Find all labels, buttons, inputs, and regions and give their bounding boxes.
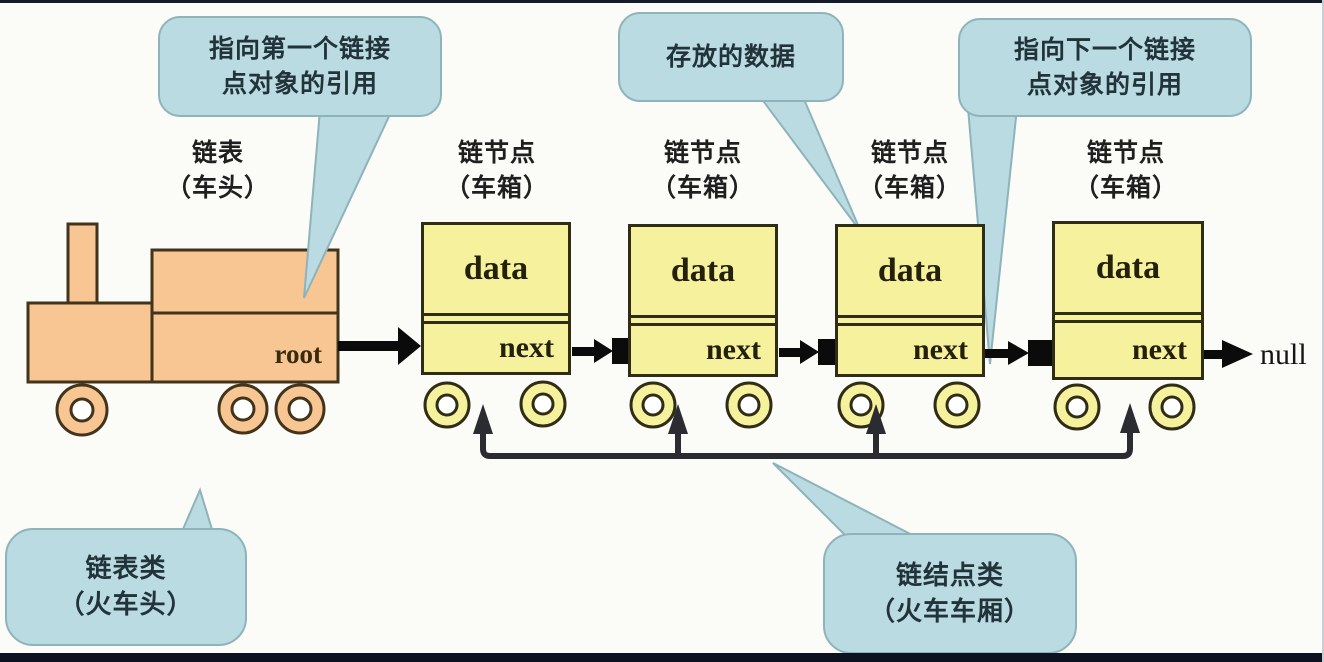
callout-node-class-line2: （火车车厢） <box>868 595 1031 626</box>
root-pointer-label: root <box>274 338 323 369</box>
arrow-node1-node2 <box>572 338 628 364</box>
train-chimney <box>66 222 99 308</box>
node2-data-field: data <box>631 227 775 318</box>
node3-divider <box>838 318 982 326</box>
label-node2-line2: （车箱） <box>650 174 755 202</box>
callout-node-class: 链结点类 （火车车厢） <box>823 533 1077 654</box>
node1-divider <box>424 316 568 324</box>
label-node2-line1: 链节点 <box>663 139 742 167</box>
node4-wheels <box>1053 383 1196 431</box>
right-frame-edge <box>1322 0 1324 662</box>
arrow-root-node1 <box>338 327 421 365</box>
node4-next-field: next <box>1132 333 1187 366</box>
callout-next-ref-line1: 指向下一个链接 <box>1013 36 1196 64</box>
node3-data-field: data <box>838 227 982 318</box>
up-arrowhead-node1 <box>473 404 493 434</box>
node4-divider <box>1055 315 1201 323</box>
callout-list-class: 链表类 （火车头） <box>5 528 247 646</box>
callout-next-ref-line2: 点对象的引用 <box>1026 70 1183 99</box>
arrow-node4-null <box>1200 340 1253 368</box>
top-frame-bar <box>0 0 1324 3</box>
label-train-head-line1: 链表 <box>191 139 244 167</box>
label-node1-line1: 链节点 <box>457 139 536 167</box>
list-node-3: data next <box>835 224 985 377</box>
node4-data-field: data <box>1055 224 1201 315</box>
list-node-2: data next <box>628 224 778 377</box>
node2-next-field: next <box>706 333 761 366</box>
train-wheels <box>55 383 326 437</box>
node2-wheels <box>629 381 773 429</box>
list-node-1: data next <box>421 222 571 375</box>
bottom-frame-bar <box>0 653 1324 662</box>
label-node1-line2: （车箱） <box>444 174 549 202</box>
label-node-4: 链节点 （车箱） <box>1031 136 1221 206</box>
callout-first-ref-line1: 指向第一个链接 <box>208 35 391 63</box>
label-node4-line1: 链节点 <box>1086 139 1165 167</box>
tail-node-class <box>772 462 923 541</box>
label-node4-line2: （车箱） <box>1073 174 1178 202</box>
arrow-node3-node4 <box>985 340 1052 366</box>
node3-wheels <box>837 381 981 429</box>
chain-arrows <box>338 327 1253 368</box>
label-node-3: 链节点 （车箱） <box>815 136 1005 206</box>
callout-stored-data: 存放的数据 <box>618 12 844 102</box>
node1-wheels <box>423 380 567 429</box>
node2-divider <box>631 318 775 326</box>
up-arrowhead-node3 <box>866 404 886 434</box>
callout-list-class-line1: 链表类 <box>85 553 167 584</box>
node-class-connector <box>473 403 1140 459</box>
callout-first-ref: 指向第一个链接 点对象的引用 <box>158 16 442 117</box>
callout-node-class-line1: 链结点类 <box>895 559 1004 590</box>
up-arrowhead-node4 <box>1120 403 1140 433</box>
callout-first-ref-line2: 点对象的引用 <box>221 69 378 98</box>
callout-stored-data-line1: 存放的数据 <box>665 42 796 71</box>
train-front-body <box>26 301 154 384</box>
node1-next-field: next <box>499 331 554 364</box>
node3-next-field: next <box>913 333 968 366</box>
list-node-4: data next <box>1052 221 1204 380</box>
node-wheels <box>423 380 1196 431</box>
arrow-node2-node3 <box>779 339 835 365</box>
tail-first-ref <box>303 109 394 299</box>
label-node3-line2: （车箱） <box>857 174 962 202</box>
null-terminator-label: null <box>1260 338 1307 371</box>
callout-tails <box>178 89 1019 541</box>
node1-data-field: data <box>424 225 568 316</box>
label-node3-line1: 链节点 <box>870 139 949 167</box>
label-train-head-line2: （车头） <box>165 174 270 202</box>
label-train-head: 链表 （车头） <box>123 136 313 206</box>
label-node-2: 链节点 （车箱） <box>608 136 798 206</box>
up-arrowhead-node2 <box>668 404 688 434</box>
callout-next-ref: 指向下一个链接 点对象的引用 <box>958 18 1252 117</box>
label-node-1: 链节点 （车箱） <box>402 136 592 206</box>
callout-list-class-line2: （火车头） <box>58 589 194 619</box>
